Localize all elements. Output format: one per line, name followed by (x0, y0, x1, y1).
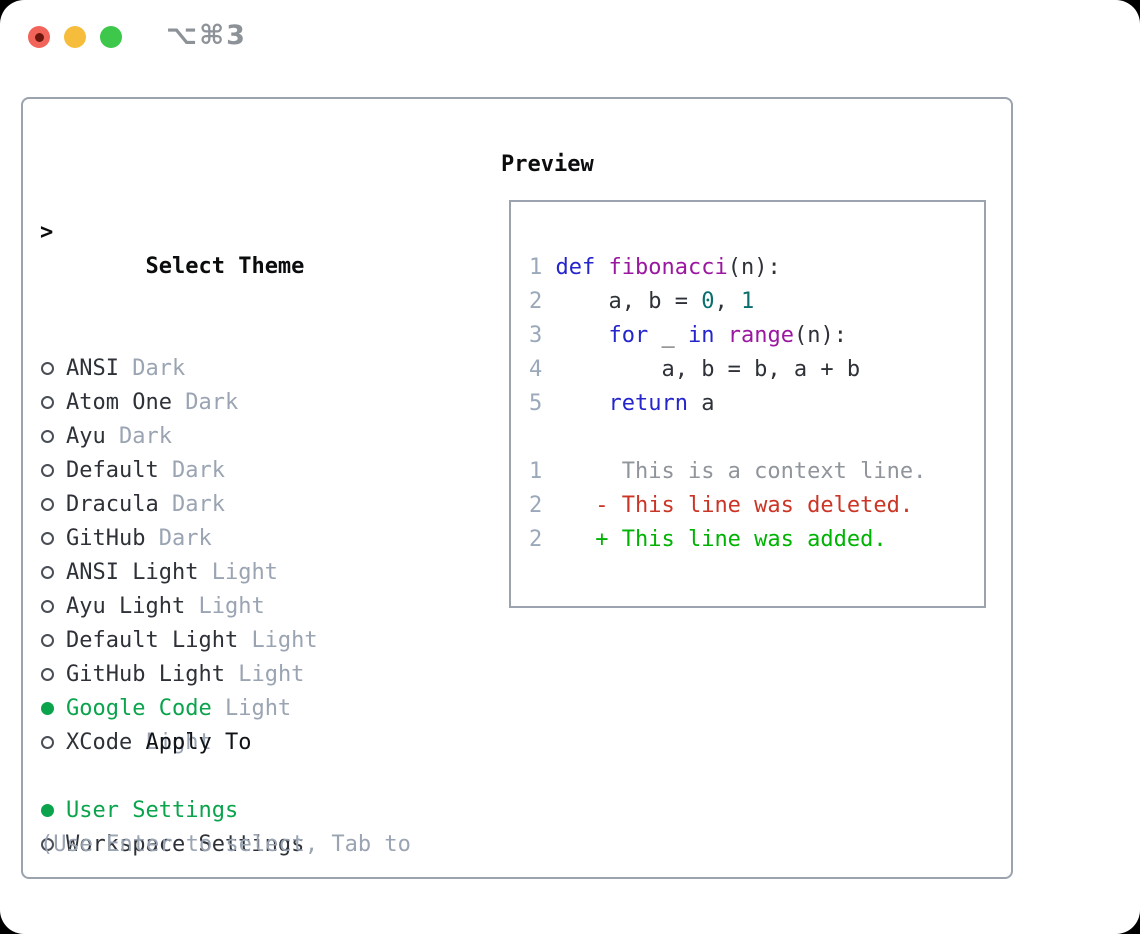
apply-to-label: Apply To (145, 730, 252, 755)
theme-variant-label: Dark (119, 424, 172, 449)
theme-item[interactable]: GitHub Light Light (40, 658, 318, 692)
keyboard-hint: (Use Enter to select, Tab to change focu… (40, 760, 411, 934)
radio-unselected-icon (41, 532, 54, 545)
apply-option-label: Workspace Settings (66, 832, 305, 857)
theme-item[interactable]: ANSI Dark (40, 352, 318, 386)
radio-unselected-icon (41, 668, 54, 681)
theme-item[interactable]: Ayu Light Light (40, 590, 318, 624)
theme-item-label: Dracula (66, 492, 159, 517)
code-line: 5 return a (529, 391, 715, 416)
main-panel (21, 97, 1013, 879)
theme-item-label: Default Light (66, 628, 239, 653)
code-line: 1 def fibonacci(n): (529, 255, 781, 280)
window-controls (28, 26, 122, 48)
theme-item-label: GitHub (66, 526, 146, 551)
theme-item-label: Google Code (66, 696, 212, 721)
preview-header: Preview (501, 152, 594, 177)
radio-unselected-icon (41, 600, 54, 613)
radio-unselected-icon (41, 838, 54, 851)
radio-unselected-icon (41, 430, 54, 443)
window-title: ⌥⌘3 (166, 20, 247, 51)
theme-variant-label: Dark (171, 492, 225, 517)
code-line: 4 a, b = b, a + b (529, 357, 861, 382)
theme-variant-label: Dark (132, 356, 186, 381)
theme-item-label: Atom One (66, 390, 172, 415)
theme-item-label: ANSI Light (66, 560, 199, 585)
hint-line: (Use Enter to select, Tab to (40, 832, 411, 857)
apply-option[interactable]: Workspace Settings (40, 828, 304, 862)
theme-item[interactable]: Default Light Light (40, 624, 318, 658)
zoom-button[interactable] (100, 26, 122, 48)
theme-item-label: XCode (66, 730, 133, 755)
close-button[interactable] (28, 26, 50, 48)
select-theme-header: > Select Theme (40, 216, 318, 279)
code-line: 2 a, b = 0, 1 (529, 289, 755, 314)
minimize-button[interactable] (64, 26, 86, 48)
code-line (529, 421, 926, 455)
close-button-dot-icon (34, 32, 44, 42)
radio-unselected-icon (41, 362, 54, 375)
radio-unselected-icon (41, 396, 54, 409)
preview-box: 1 def fibonacci(n): 2 a, b = 0, 1 3 for _ … (509, 200, 986, 608)
radio-selected-icon (41, 702, 54, 715)
focus-caret-icon: > (40, 220, 54, 245)
code-preview: 1 def fibonacci(n): 2 a, b = 0, 1 3 for _ … (529, 251, 926, 557)
theme-variant-label: Light (211, 560, 278, 585)
theme-variant-label: Light (224, 696, 292, 721)
radio-unselected-icon (41, 566, 54, 579)
theme-variant-label: Light (145, 730, 212, 755)
theme-variant-label: Light (198, 594, 265, 619)
theme-item[interactable]: Ayu Dark (40, 420, 318, 454)
radio-unselected-icon (41, 736, 54, 749)
theme-variant-label: Light (238, 662, 305, 687)
theme-item[interactable]: Default Dark (40, 454, 318, 488)
radio-unselected-icon (41, 464, 54, 477)
theme-item[interactable]: Google Code Light (40, 692, 318, 726)
theme-item[interactable]: Atom One Dark (40, 386, 318, 420)
theme-item[interactable]: ANSI Light Light (40, 556, 318, 590)
code-line: 2 - This line was deleted. (529, 493, 914, 518)
select-theme-header-label: Select Theme (145, 254, 305, 279)
theme-item-label: ANSI (66, 356, 119, 381)
theme-item-label: Default (66, 458, 159, 483)
theme-variant-label: Light (251, 628, 318, 653)
code-line: 3 for _ in range(n): (529, 323, 847, 348)
hint-line: change focus) (40, 930, 411, 934)
theme-variant-label: Dark (158, 526, 212, 551)
radio-unselected-icon (41, 634, 54, 647)
apply-option-label: User Settings (66, 798, 239, 823)
theme-item[interactable]: GitHub Dark (40, 522, 318, 556)
apply-to-header: Apply To (40, 692, 304, 755)
theme-variant-label: Dark (185, 390, 239, 415)
apply-option[interactable]: User Settings (40, 794, 304, 828)
radio-selected-icon (41, 804, 54, 817)
theme-item-label: GitHub Light (66, 662, 225, 687)
theme-item-label: Ayu (66, 424, 106, 449)
theme-variant-label: Dark (171, 458, 225, 483)
code-line: 2 + This line was added. (529, 527, 887, 552)
theme-item[interactable]: XCode Light (40, 726, 318, 760)
code-line: 1 This is a context line. (529, 459, 927, 484)
theme-item[interactable]: Dracula Dark (40, 488, 318, 522)
radio-unselected-icon (41, 498, 54, 511)
theme-item-label: Ayu Light (66, 594, 186, 619)
